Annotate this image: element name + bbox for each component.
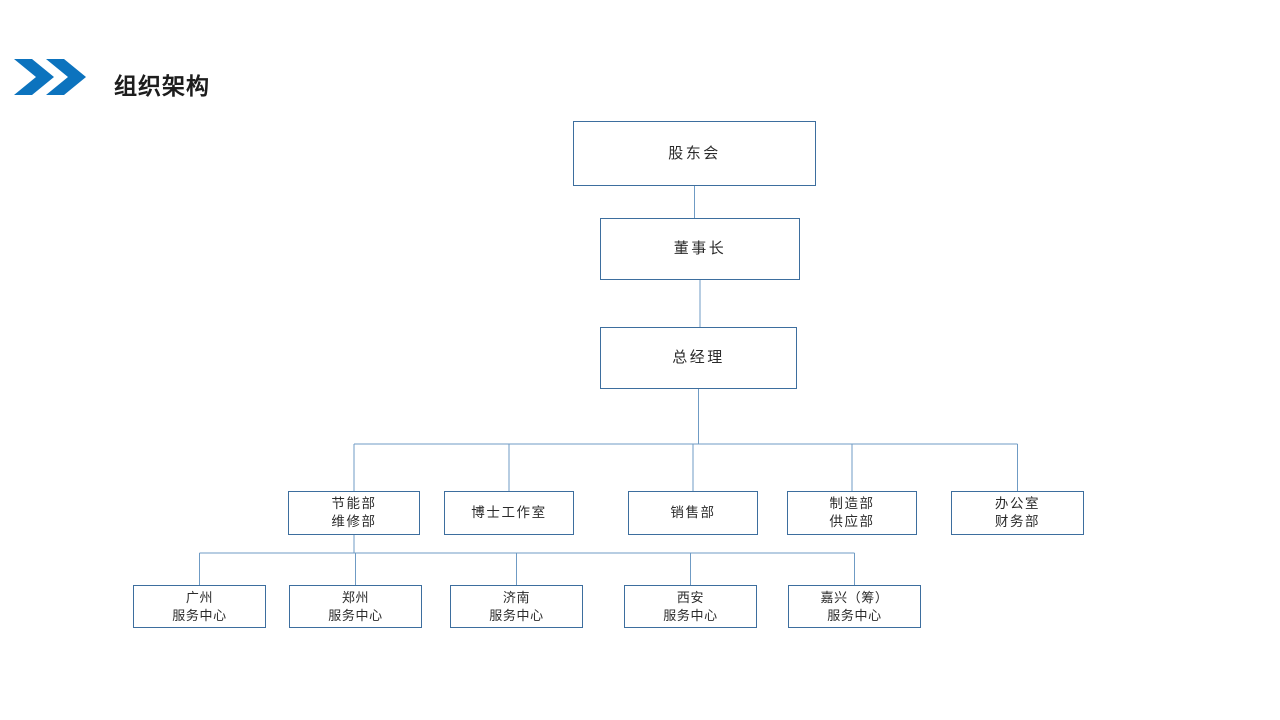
org-node-label: 博士工作室 bbox=[471, 505, 547, 521]
org-node-label: 服务中心 bbox=[328, 607, 383, 623]
org-node-label: 服务中心 bbox=[172, 607, 227, 623]
double-chevron-right-icon bbox=[14, 57, 90, 97]
org-node-label: 服务中心 bbox=[663, 607, 718, 623]
org-node-label: 销售部 bbox=[670, 505, 716, 521]
org-node-label: 供应部 bbox=[829, 514, 875, 529]
org-node-label: 西安 bbox=[676, 590, 705, 606]
org-node-label: 股东会 bbox=[668, 144, 721, 162]
org-node-label: 济南 bbox=[502, 590, 531, 606]
org-node-label: 节能部 bbox=[331, 496, 377, 512]
org-node-label: 维修部 bbox=[331, 514, 377, 529]
org-node-label: 郑州 bbox=[341, 590, 370, 606]
org-node-zhengzhou-service-center[interactable]: 郑州服务中心 bbox=[289, 585, 422, 628]
org-node-label: 服务中心 bbox=[827, 607, 882, 623]
org-node-sales-dept[interactable]: 销售部 bbox=[628, 491, 758, 535]
org-node-general-manager[interactable]: 总经理 bbox=[600, 327, 797, 389]
org-node-jinan-service-center[interactable]: 济南服务中心 bbox=[450, 585, 583, 628]
org-node-guangzhou-service-center[interactable]: 广州服务中心 bbox=[133, 585, 266, 628]
page-title: 组织架构 bbox=[114, 73, 210, 99]
org-node-label: 制造部 bbox=[829, 496, 875, 512]
org-node-label: 总经理 bbox=[672, 349, 725, 367]
org-node-label: 嘉兴（筹） bbox=[820, 590, 889, 606]
org-node-label: 财务部 bbox=[994, 514, 1041, 529]
org-node-xian-service-center[interactable]: 西安服务中心 bbox=[624, 585, 757, 628]
org-node-label: 服务中心 bbox=[489, 607, 544, 623]
org-node-doctoral-studio[interactable]: 博士工作室 bbox=[444, 491, 574, 535]
org-node-office-finance-dept[interactable]: 办公室财务部 bbox=[951, 491, 1084, 535]
org-node-energy-maintenance-dept[interactable]: 节能部维修部 bbox=[288, 491, 420, 535]
org-node-label: 董事长 bbox=[673, 240, 727, 258]
org-node-shareholders[interactable]: 股东会 bbox=[573, 121, 816, 186]
org-node-label: 广州 bbox=[185, 590, 214, 606]
page-header: 组织架构 bbox=[0, 0, 1280, 130]
org-node-jiaxing-service-center[interactable]: 嘉兴（筹）服务中心 bbox=[788, 585, 921, 628]
org-node-label: 办公室 bbox=[994, 496, 1041, 512]
org-node-chairman[interactable]: 董事长 bbox=[600, 218, 800, 280]
org-node-manufacturing-supply-dept[interactable]: 制造部供应部 bbox=[787, 491, 917, 535]
